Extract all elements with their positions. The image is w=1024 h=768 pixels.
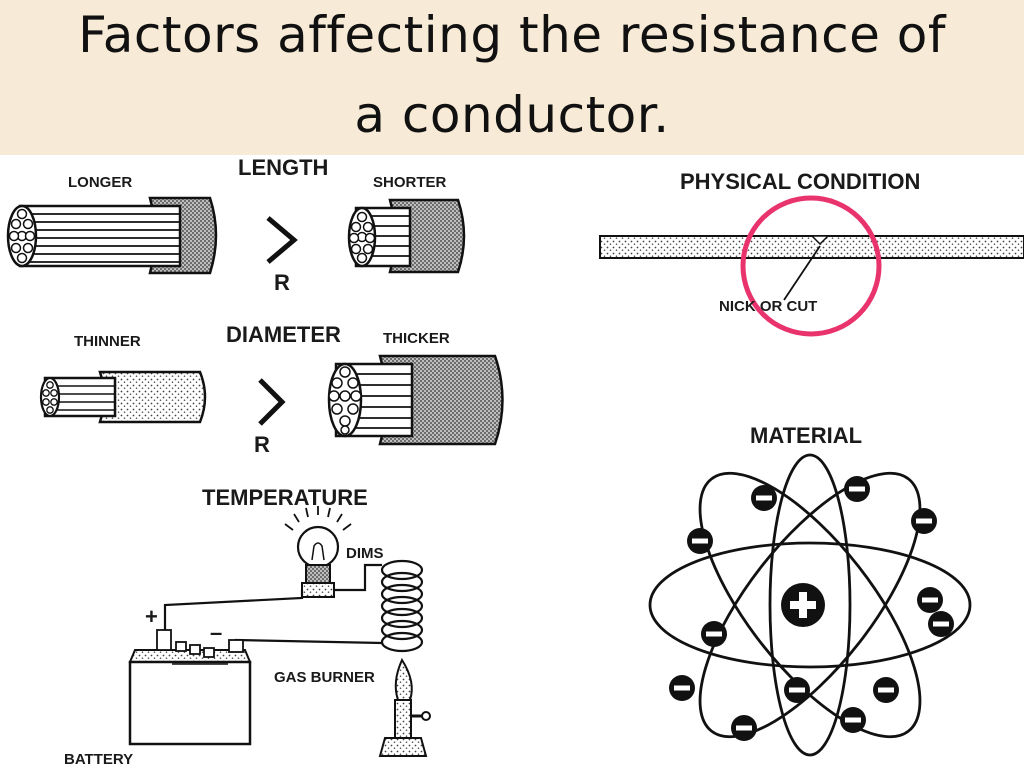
temperature-heading: TEMPERATURE: [202, 485, 368, 510]
battery-plus-sign: +: [145, 604, 158, 629]
battery-label: BATTERY: [64, 751, 134, 768]
thinner-wire: [39, 370, 207, 424]
nucleus-icon: [781, 583, 825, 627]
nicked-wire: [599, 235, 1024, 259]
electron-8: [669, 675, 695, 701]
electron-6: [701, 621, 727, 647]
page-title-line-2: a conductor.: [354, 86, 670, 144]
nick-or-cut-label: NICK OR CUT: [719, 298, 818, 315]
length-greater-than-icon: [266, 216, 298, 264]
longer-label: LONGER: [68, 174, 133, 191]
shorter-wire: [347, 198, 466, 274]
physical-condition-heading: PHYSICAL CONDITION: [680, 169, 921, 194]
circuit-wires: [163, 563, 383, 650]
nick-highlight-circle: [740, 195, 882, 337]
nick-callout-line: [783, 245, 821, 301]
electron-3: [911, 508, 937, 534]
heating-coil-icon: [380, 559, 424, 653]
electron-4: [687, 528, 713, 554]
electron-2: [844, 476, 870, 502]
electron-9: [784, 677, 810, 703]
diameter-heading: DIAMETER: [226, 322, 341, 347]
gas-burner-label: GAS BURNER: [274, 669, 375, 686]
electron-icons: [669, 476, 954, 741]
lamp-rays-icon: [284, 506, 352, 531]
diameter-quantity-label: R: [254, 432, 270, 457]
thicker-label: THICKER: [383, 330, 450, 347]
length-heading: LENGTH: [238, 155, 329, 180]
electron-10: [873, 677, 899, 703]
electron-1: [751, 485, 777, 511]
electron-11: [731, 715, 757, 741]
atom-orbits: [648, 453, 972, 757]
electron-5: [917, 587, 943, 613]
gas-burner-icon: [378, 657, 431, 757]
electron-7: [928, 611, 954, 637]
lamp-icon: [296, 525, 340, 598]
battery-minus-sign: –: [210, 620, 223, 645]
longer-wire: [6, 196, 218, 275]
diameter-greater-than-icon: [258, 378, 286, 426]
length-quantity-label: R: [274, 270, 290, 295]
lamp-dims-label: DIMS: [346, 545, 384, 562]
material-heading: MATERIAL: [750, 423, 863, 448]
page-title-line-1: Factors affecting the resistance of: [78, 6, 946, 64]
electron-12: [840, 707, 866, 733]
shorter-label: SHORTER: [373, 174, 447, 191]
thicker-wire: [327, 354, 504, 446]
thinner-label: THINNER: [74, 333, 141, 350]
battery-icon: [128, 629, 252, 746]
title-band: [0, 0, 1024, 155]
